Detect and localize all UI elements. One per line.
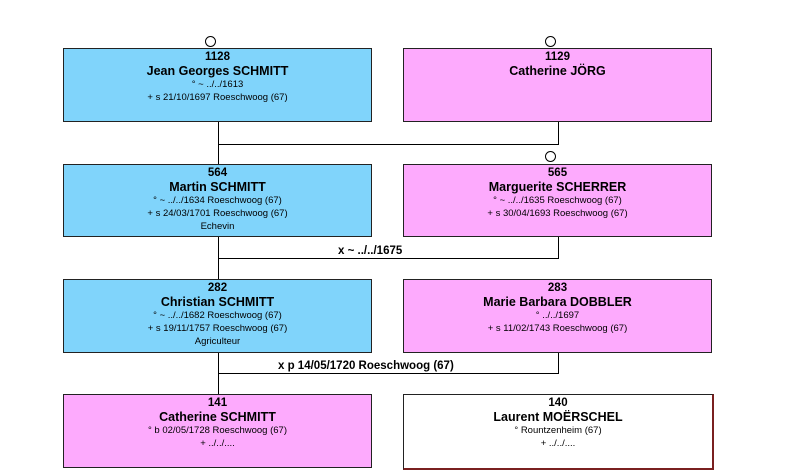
ancestor-marker-icon [205,36,216,47]
death-info: + s 19/11/1757 Roeschwoog (67) [147,323,288,334]
person-box-141[interactable]: 141 Catherine SCHMITT ° b 02/05/1728 Roe… [63,394,372,468]
occupation: Agriculteur [194,336,241,347]
birth-info: ° b 02/05/1728 Roeschwoog (67) [147,425,287,436]
sosa-number: 141 [207,397,228,409]
birth-info: ° ~ ../../1613 [191,79,244,90]
person-box-1128[interactable]: 1128 Jean Georges SCHMITT ° ~ ../../1613… [63,48,372,122]
person-box-564[interactable]: 564 Martin SCHMITT ° ~ ../../1634 Roesch… [63,164,372,237]
connector-line [558,122,559,144]
marriage-label: x p 14/05/1720 Roeschwoog (67) [278,360,454,372]
sosa-number: 283 [547,282,568,294]
death-info: + ../../.... [200,438,235,449]
birth-info: ° ../../1697 [535,310,580,321]
death-info: + ../../.... [540,438,576,449]
connector-line [218,122,219,165]
birth-info: ° ~ ../../1682 Roeschwoog (67) [153,310,282,321]
birth-info: ° Rountzenheim (67) [514,425,602,436]
death-info: + s 30/04/1693 Roeschwoog (67) [487,208,628,219]
sosa-number: 1129 [545,51,570,63]
person-box-565[interactable]: 565 Marguerite SCHERRER ° ~ ../../1635 R… [403,164,712,237]
death-info: + s 11/02/1743 Roeschwoog (67) [487,323,628,334]
death-info: + s 24/03/1701 Roeschwoog (67) [147,208,288,219]
marriage-label: x ~ ../../1675 [338,245,403,257]
person-box-140[interactable]: 140 Laurent MOËRSCHEL ° Rountzenheim (67… [403,394,714,470]
sosa-number: 1128 [205,51,230,63]
person-name: Catherine JÖRG [509,64,606,78]
birth-info: ° ~ ../../1634 Roeschwoog (67) [153,195,282,206]
connector-line [558,352,559,374]
death-info: + s 21/10/1697 Roeschwoog (67) [147,92,288,103]
connector-line [558,236,559,258]
connector-line [218,144,559,145]
person-box-282[interactable]: 282 Christian SCHMITT ° ~ ../../1682 Roe… [63,279,372,353]
person-name: Marguerite SCHERRER [488,180,627,194]
sosa-number: 565 [547,167,568,179]
person-name: Martin SCHMITT [169,180,266,194]
ancestor-marker-icon [545,36,556,47]
connector-line [218,373,559,374]
connector-line [218,258,559,259]
occupation: Echevin [200,221,235,232]
birth-info: ° ~ ../../1635 Roeschwoog (67) [493,195,622,206]
person-name: Christian SCHMITT [160,295,275,309]
sosa-number: 564 [207,167,228,179]
person-box-1129[interactable]: 1129 Catherine JÖRG [403,48,712,122]
sosa-number: 140 [548,397,568,409]
person-name: Marie Barbara DOBBLER [483,295,632,309]
person-name: Laurent MOËRSCHEL [493,410,623,424]
person-name: Jean Georges SCHMITT [146,64,289,78]
person-name: Catherine SCHMITT [159,410,276,424]
person-box-283[interactable]: 283 Marie Barbara DOBBLER ° ../../1697 +… [403,279,712,353]
ancestor-marker-icon [545,151,556,162]
sosa-number: 282 [207,282,228,294]
